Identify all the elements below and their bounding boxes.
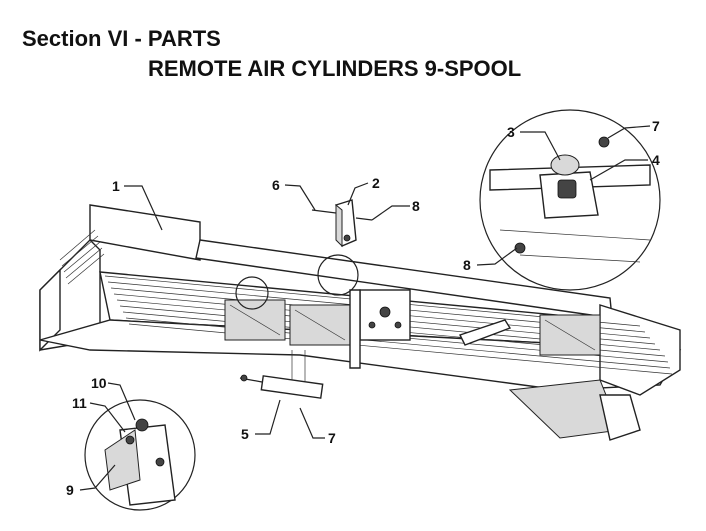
callout-4: 4	[652, 152, 660, 168]
callout-6: 6	[272, 177, 280, 193]
callout-2: 2	[372, 175, 380, 191]
callout-10: 10	[91, 375, 107, 391]
callout-1: 1	[112, 178, 120, 194]
callout-8-top: 8	[412, 198, 420, 214]
callout-8-right: 8	[463, 257, 471, 273]
bracket-assembly	[311, 199, 373, 248]
cross-support	[459, 319, 512, 346]
callout-7-bottom: 7	[328, 430, 336, 446]
spool-valves	[224, 289, 601, 356]
air-cylinder	[239, 350, 324, 399]
detail-circle-left	[235, 276, 269, 310]
detail-view-top-right	[479, 109, 661, 291]
callout-7-top: 7	[652, 118, 660, 134]
callout-leaders	[79, 125, 651, 491]
center-bracket	[349, 289, 361, 369]
diagram-title: REMOTE AIR CYLINDERS 9-SPOOL	[148, 56, 522, 81]
callout-11: 11	[72, 395, 87, 411]
callout-9: 9	[66, 482, 74, 498]
detail-view-bottom-left	[84, 399, 196, 511]
hose-bundle-left	[59, 229, 105, 285]
callout-5: 5	[241, 426, 249, 442]
section-title: Section VI - PARTS	[22, 26, 221, 51]
callout-3: 3	[507, 124, 515, 140]
detail-circle-center	[317, 254, 359, 296]
